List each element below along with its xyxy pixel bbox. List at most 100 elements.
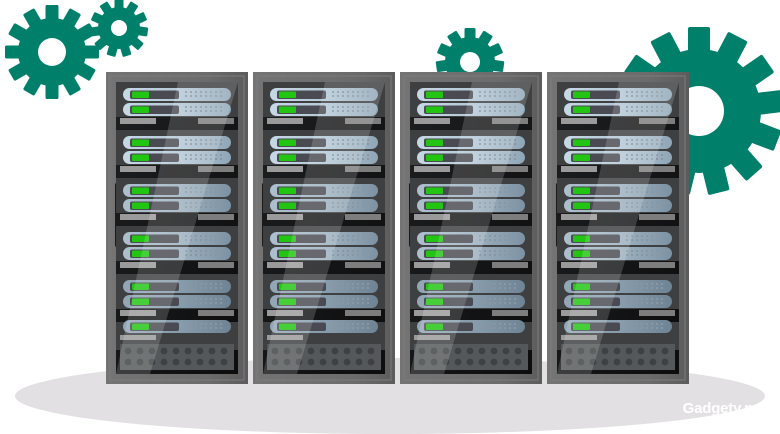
server-unit[interactable] [123,88,231,101]
server-unit[interactable] [564,247,672,260]
server-unit[interactable] [270,184,378,197]
server-unit[interactable] [270,295,378,308]
server-unit[interactable] [564,295,672,308]
unit-vents [185,298,222,304]
unit-led [279,154,296,161]
server-unit[interactable] [417,247,525,260]
server-unit[interactable] [417,295,525,308]
shelf-rail-left [561,262,597,268]
server-unit[interactable] [417,232,525,245]
server-unit[interactable] [564,151,672,164]
unit-vents [479,187,516,193]
server-unit[interactable] [564,232,672,245]
shelf-rail-right [198,214,234,220]
unit-vents [626,250,663,256]
shelf-rail-right [198,166,234,172]
server-unit[interactable] [417,199,525,212]
server-unit[interactable] [564,184,672,197]
gear-large-top-left [5,5,99,99]
rack-bottom-vent-panel [120,344,234,370]
shelf-rail-left [267,118,303,124]
unit-led [426,235,443,242]
shelf-rail-right [198,262,234,268]
unit-vents [185,91,222,97]
server-unit[interactable] [123,136,231,149]
unit-vents [332,202,369,208]
unit-vents [626,298,663,304]
server-unit[interactable] [270,151,378,164]
rack-unit-group [263,82,385,124]
server-unit[interactable] [270,247,378,260]
server-unit[interactable] [270,199,378,212]
server-unit[interactable] [417,151,525,164]
unit-led [132,235,149,242]
unit-vents [185,187,222,193]
server-unit[interactable] [123,232,231,245]
server-rack-3[interactable] [400,72,542,384]
shelf-rail-right [492,166,528,172]
shelf-rail-right [345,118,381,124]
unit-led [573,250,590,257]
server-unit[interactable] [270,88,378,101]
server-unit[interactable] [417,103,525,116]
server-unit[interactable] [123,280,231,293]
unit-vents [626,154,663,160]
unit-vents [332,139,369,145]
shelf-rail-left [120,118,156,124]
server-rack-2[interactable] [253,72,395,384]
server-rack-4[interactable] [547,72,689,384]
server-unit[interactable] [417,320,525,333]
server-unit[interactable] [564,136,672,149]
shelf-rail-right [639,166,675,172]
diagonal-glass-reflection [263,82,385,374]
server-unit[interactable] [564,320,672,333]
server-unit[interactable] [270,280,378,293]
unit-led [426,139,443,146]
server-unit[interactable] [123,320,231,333]
unit-vents [626,235,663,241]
server-unit[interactable] [564,88,672,101]
server-unit[interactable] [123,151,231,164]
server-unit[interactable] [270,103,378,116]
rack-unit-group [557,274,679,316]
server-unit[interactable] [564,199,672,212]
unit-led [426,323,443,330]
unit-vents [626,91,663,97]
server-rack-1[interactable] [106,72,248,384]
server-unit[interactable] [417,280,525,293]
unit-vents [332,154,369,160]
server-unit[interactable] [417,88,525,101]
unit-vents [626,323,663,329]
server-unit[interactable] [270,320,378,333]
server-unit[interactable] [123,247,231,260]
unit-led [132,106,149,113]
unit-vents [479,154,516,160]
unit-vents [185,139,222,145]
unit-vents [332,235,369,241]
shelf-rail-left [561,310,597,316]
server-unit[interactable] [123,295,231,308]
server-unit[interactable] [270,136,378,149]
shelf-rail-left [561,166,597,172]
unit-led [573,202,590,209]
unit-vents [185,202,222,208]
shelf-rail-left [267,214,303,220]
shelf-rail-right [198,118,234,124]
server-unit[interactable] [417,184,525,197]
server-unit[interactable] [123,103,231,116]
unit-led [573,235,590,242]
unit-led [132,91,149,98]
unit-vents [479,106,516,112]
diagonal-glass-reflection [410,82,532,374]
shelf-rail-right [639,214,675,220]
unit-vents [185,106,222,112]
server-unit[interactable] [123,184,231,197]
server-unit[interactable] [270,232,378,245]
server-unit[interactable] [123,199,231,212]
server-unit[interactable] [564,103,672,116]
server-unit[interactable] [417,136,525,149]
server-unit[interactable] [564,280,672,293]
unit-led [279,235,296,242]
unit-vents [626,139,663,145]
shelf-rail-right [345,262,381,268]
